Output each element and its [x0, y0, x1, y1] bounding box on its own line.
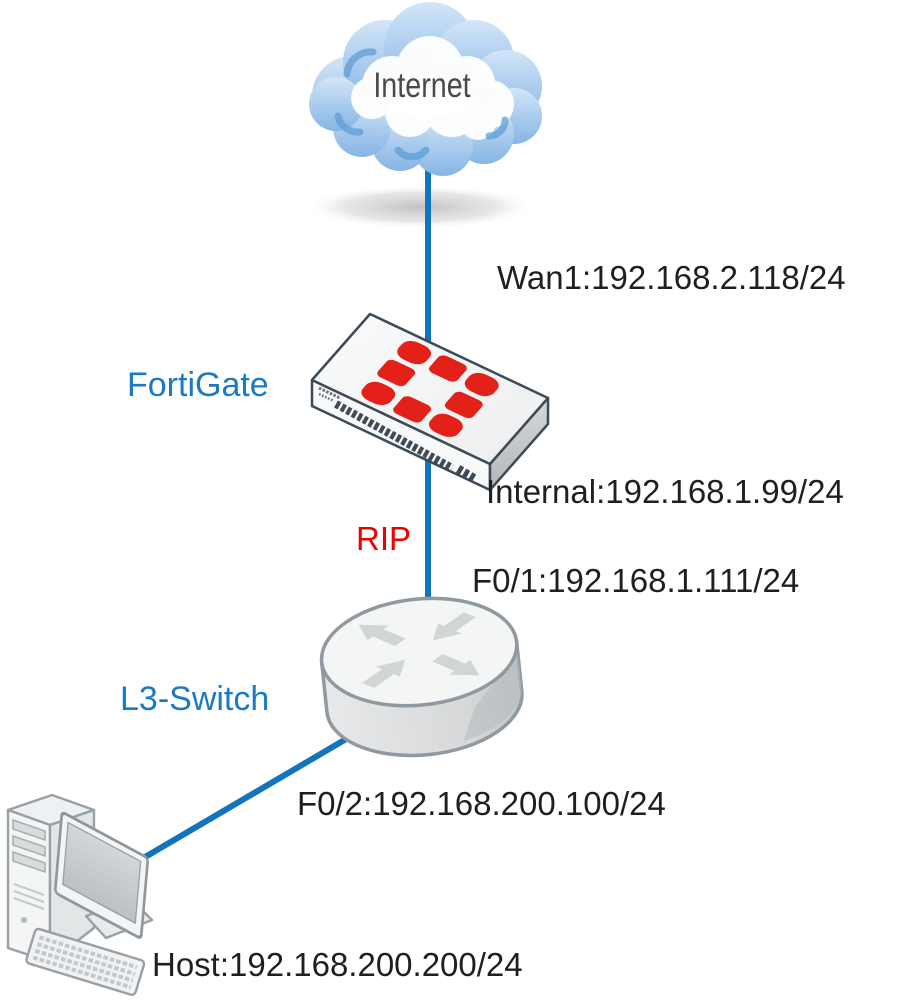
f0-1-interface-label: F0/1:192.168.1.111/24 — [472, 562, 800, 599]
ethernet-ports — [334, 400, 478, 483]
host-computer-icon — [6, 793, 154, 996]
link-l3switch-host — [138, 722, 372, 863]
l3-switch-icon — [319, 596, 524, 758]
rip-protocol-label: RIP — [356, 520, 412, 557]
cloud-shadow — [302, 185, 538, 229]
f0-2-interface-label: F0/2:192.168.200.100/24 — [297, 785, 666, 822]
fortigate-label: FortiGate — [127, 366, 269, 404]
router-arrows-icon — [358, 612, 480, 688]
monitor-icon — [54, 811, 149, 939]
internal-interface-label: Internal:192.168.1.99/24 — [486, 473, 844, 510]
fortinet-text-mark — [318, 386, 341, 403]
internet-label: Internet — [373, 66, 471, 105]
host-label: Host:192.168.200.200/24 — [152, 946, 523, 983]
internet-cloud-icon — [309, 2, 542, 176]
l3-switch-label: L3-Switch — [120, 680, 270, 718]
keyboard-icon — [25, 927, 146, 996]
fortinet-logo-icon — [361, 340, 499, 437]
wan1-interface-label: Wan1:192.168.2.118/24 — [497, 259, 846, 296]
fortigate-device-icon — [310, 312, 550, 492]
